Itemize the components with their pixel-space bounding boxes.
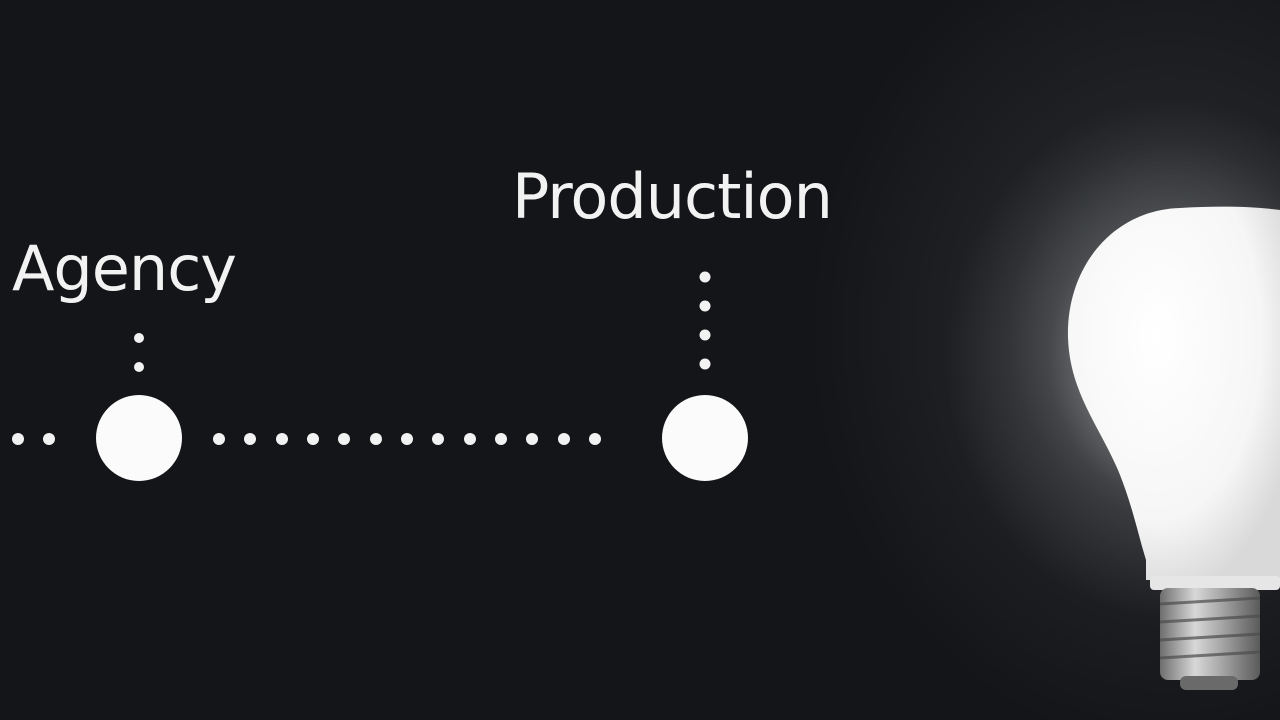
vertical-dotted-connector-agency xyxy=(134,333,144,372)
node-label-agency: Agency xyxy=(12,232,237,305)
horizontal-dotted-connector xyxy=(12,433,601,445)
node-label-production: Production xyxy=(512,160,833,233)
vertical-dotted-connector-production xyxy=(699,271,711,370)
node-agency xyxy=(96,395,182,481)
node-production xyxy=(662,395,748,481)
light-bulb-icon xyxy=(945,100,1280,690)
